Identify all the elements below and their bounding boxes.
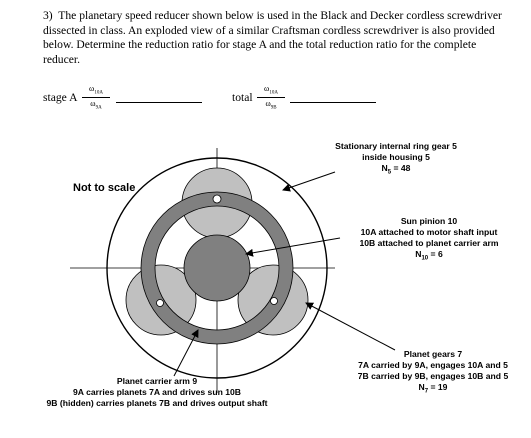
question-text: 3) The planetary speed reducer shown bel… bbox=[43, 9, 513, 67]
stage-a-fraction: ω10A ω9A bbox=[82, 84, 110, 110]
stage-a-numerator-sub: 10A bbox=[94, 90, 103, 96]
sun-pinion-line3: 10B attached to planet carrier arm bbox=[359, 238, 499, 248]
question-number: 3) bbox=[43, 9, 53, 22]
sun-pinion-label: Sun pinion 10 10A attached to motor shaf… bbox=[346, 216, 512, 265]
planet-gears-line1: Planet gears 7 bbox=[403, 349, 463, 359]
ring-gear-line3: N5 = 48 bbox=[381, 163, 411, 176]
sun-pinion-arrow bbox=[245, 237, 341, 257]
carrier-outer-edge bbox=[140, 191, 294, 345]
total-numerator: ω bbox=[264, 84, 270, 93]
carrier-inner-edge bbox=[154, 205, 280, 331]
carrier-line3: 9B (hidden) carries planets 7B and drive… bbox=[46, 398, 268, 408]
total-fraction: ω10A ω9B bbox=[257, 84, 285, 110]
planet-gears-line3: 7B carried by 9B, engages 10B and 5 bbox=[357, 371, 509, 381]
total-numerator-sub: 10A bbox=[269, 90, 278, 96]
sun-pinion-line2: 10A attached to motor shaft input bbox=[360, 227, 498, 237]
planet-gears-arrow bbox=[305, 302, 396, 351]
planet-gears-line4: N7 = 19 bbox=[418, 382, 448, 395]
ring-gear-line1: Stationary internal ring gear 5 bbox=[335, 141, 457, 151]
question-body: The planetary speed reducer shown below … bbox=[43, 9, 502, 66]
planet-pin-left bbox=[156, 299, 164, 307]
stage-a-answer-blank[interactable] bbox=[116, 102, 202, 103]
stage-a-denominator: ω bbox=[90, 98, 96, 108]
sun-pinion-line4: N10 = 6 bbox=[415, 249, 443, 262]
not-to-scale-note: Not to scale bbox=[73, 182, 136, 194]
total-answer-blank[interactable] bbox=[290, 102, 376, 103]
ring-gear-outline bbox=[106, 157, 328, 379]
planet-gears-label: Planet gears 7 7A carried by 9A, engages… bbox=[341, 349, 525, 398]
total-denominator-sub: 9B bbox=[270, 105, 277, 111]
carrier-line2: 9A carries planets 7A and drives sun 10B bbox=[73, 387, 241, 397]
carrier-label: Planet carrier arm 9 9A carries planets … bbox=[22, 376, 292, 409]
ring-gear-arrow bbox=[282, 171, 336, 192]
total-label: total bbox=[232, 91, 253, 104]
stage-a-denominator-sub: 9A bbox=[95, 105, 102, 111]
total-denominator: ω bbox=[265, 98, 271, 108]
stage-a-numerator: ω bbox=[89, 84, 95, 93]
planet-pin-top bbox=[212, 194, 222, 204]
planet-gears-line2: 7A carried by 9A, engages 10A and 5 bbox=[358, 360, 508, 370]
stage-a-label: stage A bbox=[43, 91, 78, 104]
planet-pin-right bbox=[270, 297, 278, 305]
sun-pinion bbox=[183, 234, 251, 302]
carrier-arm-arrow bbox=[173, 329, 199, 377]
ring-gear-label: Stationary internal ring gear 5 inside h… bbox=[326, 141, 466, 179]
sun-pinion-line1: Sun pinion 10 bbox=[400, 216, 458, 226]
ring-gear-line2: inside housing 5 bbox=[362, 152, 430, 162]
carrier-line1: Planet carrier arm 9 bbox=[116, 376, 198, 386]
